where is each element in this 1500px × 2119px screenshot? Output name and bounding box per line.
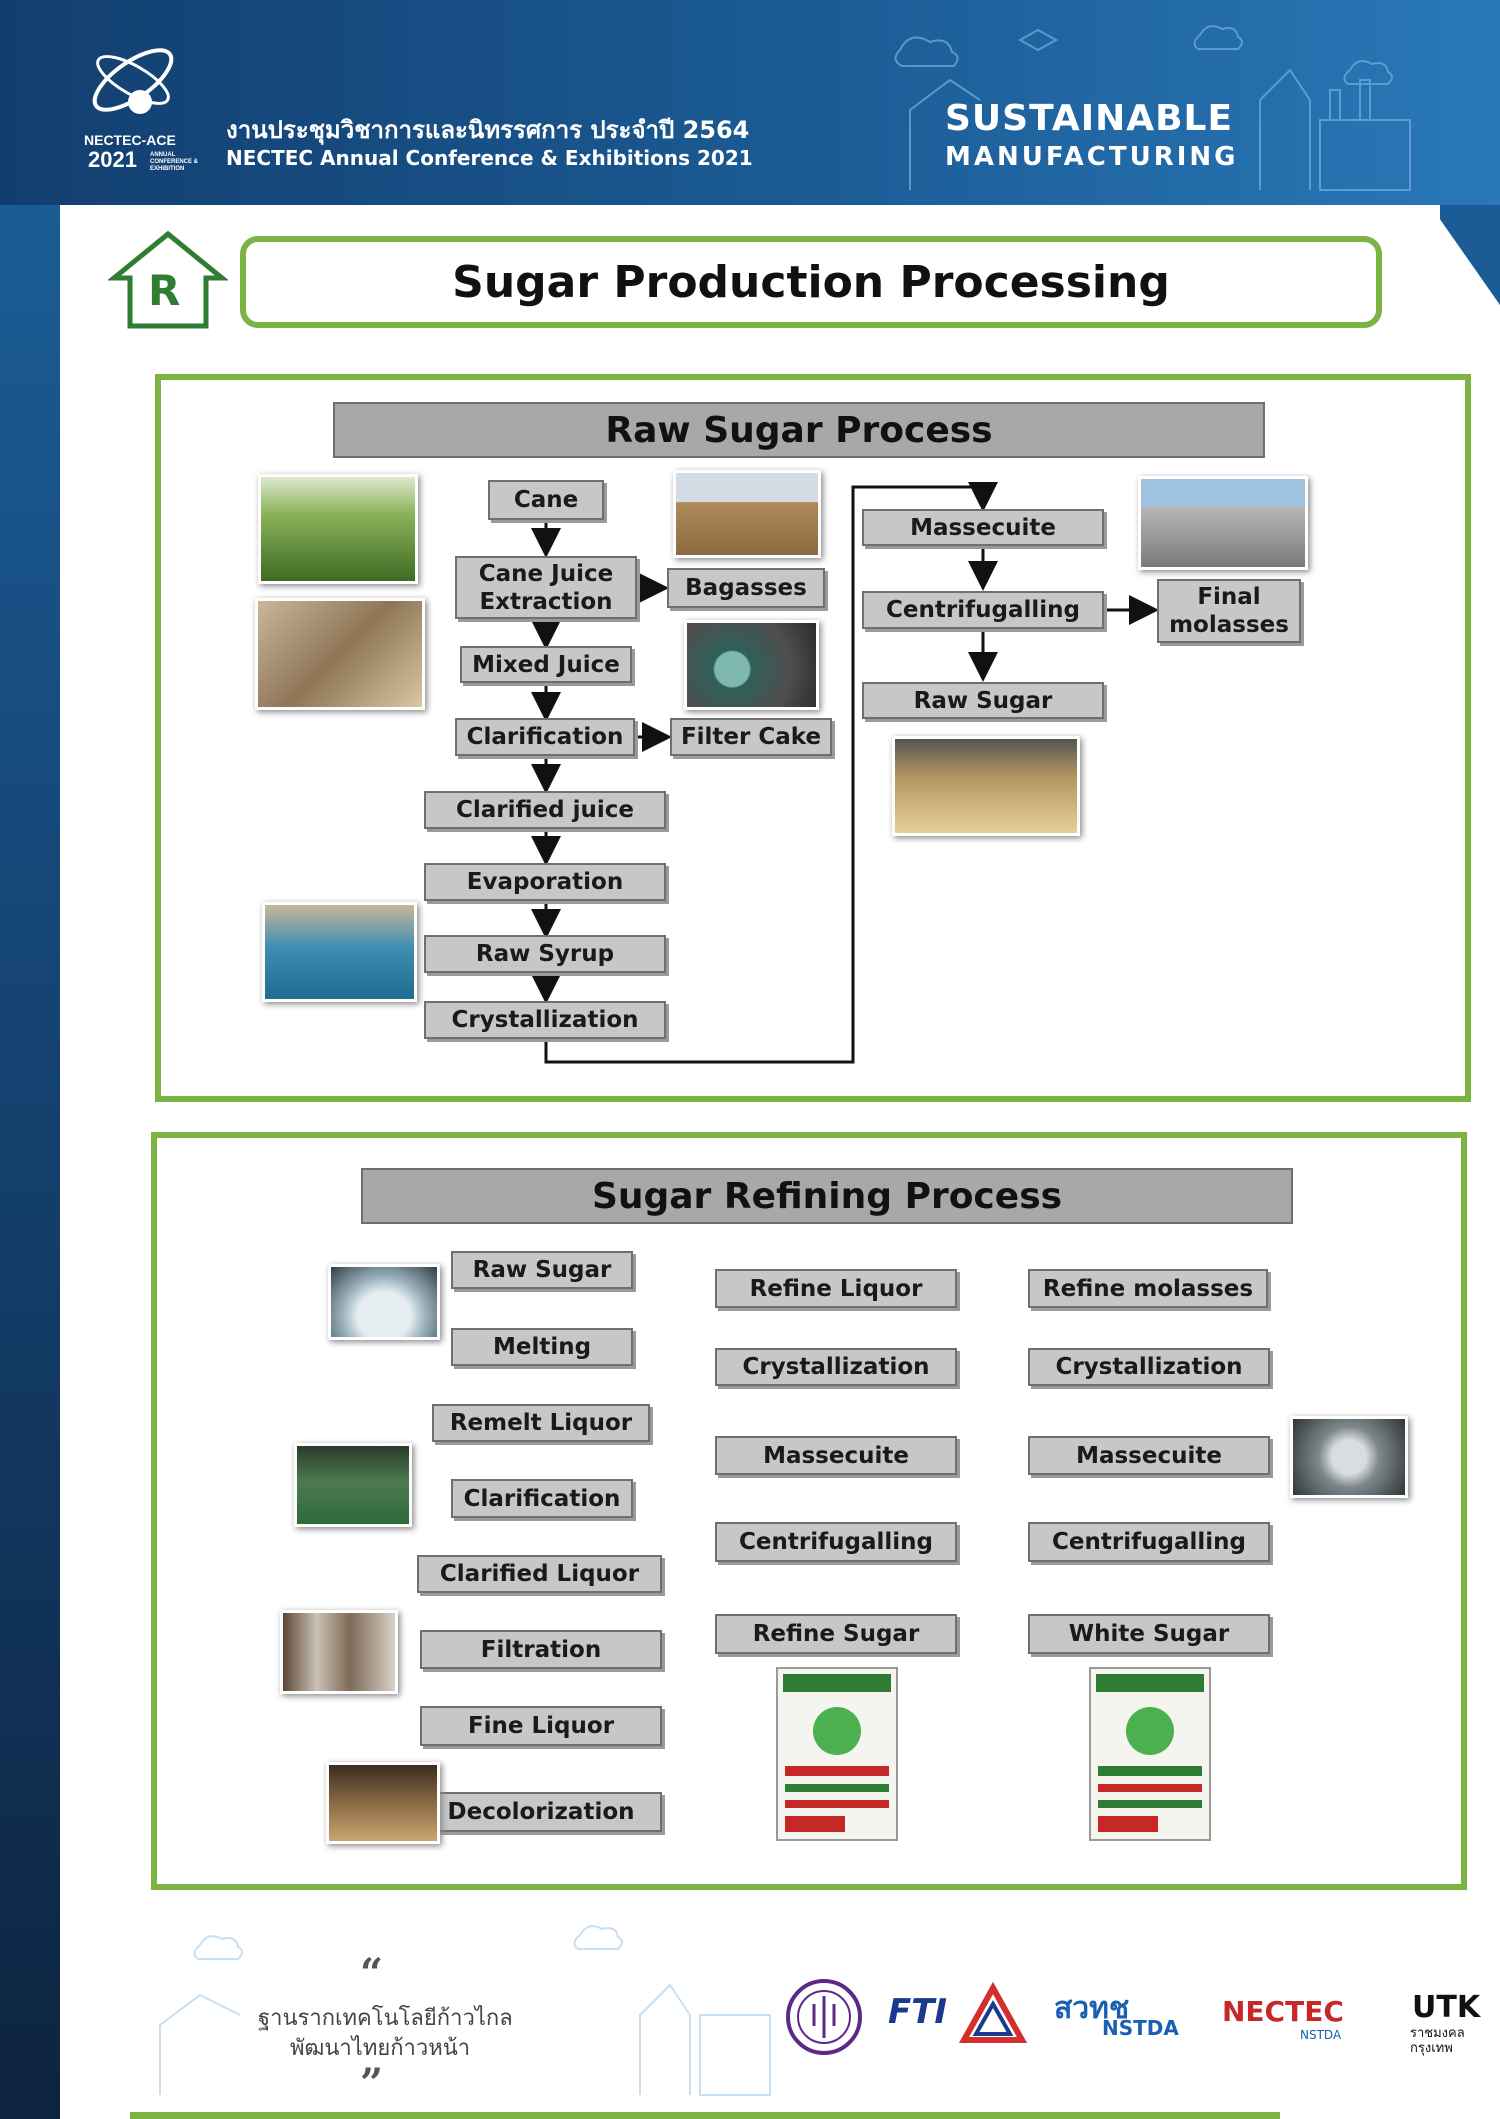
raw-sugar-pile-photo — [328, 1264, 440, 1340]
filter-press-photo — [684, 620, 819, 710]
ministry-seal-icon — [786, 1979, 862, 2055]
node-clarification: Clarification — [455, 718, 635, 756]
decolorization-plant-photo — [326, 1762, 440, 1844]
ref-node-refine-liquor: Refine Liquor — [715, 1269, 957, 1308]
nectec-logo: NECTEC — [1222, 1995, 1344, 2028]
node-filter-cake: Filter Cake — [670, 718, 832, 756]
node-evaporation: Evaporation — [424, 863, 666, 901]
fti-logo: FTI — [888, 1992, 948, 2032]
utk-logo-th: ราชมงคล กรุงเทพ — [1410, 2026, 1465, 2056]
white-sugar-bag-icon — [1089, 1667, 1211, 1841]
node-mixed-juice: Mixed Juice — [460, 646, 632, 683]
raw-sugar-warehouse-photo — [892, 736, 1080, 836]
quote-close: ” — [360, 2060, 384, 2107]
sustainable-label: SUSTAINABLE — [945, 98, 1234, 139]
ref-node-remelt-liquor: Remelt Liquor — [432, 1404, 650, 1442]
page-title-box: Sugar Production Processing — [240, 236, 1382, 328]
cane-juice-photo — [255, 598, 425, 710]
node-cane-juice-extraction: Cane Juice Extraction — [455, 556, 637, 619]
sugarcane-field-photo — [258, 474, 418, 584]
ref-node-refine-molasses: Refine molasses — [1028, 1269, 1268, 1308]
logo-text: NECTEC-ACE — [84, 132, 176, 148]
ref-node-decolorization: Decolorization — [420, 1792, 662, 1832]
refine-molasses-photo — [1290, 1416, 1408, 1498]
logo-sub: ANNUAL CONFERENCE & EXHIBITION — [150, 152, 199, 172]
refine-sugar-bag-icon — [776, 1667, 898, 1841]
badge-letter: R — [148, 266, 181, 315]
node-centrifugalling: Centrifugalling — [862, 591, 1104, 629]
node-bagasses: Bagasses — [667, 568, 825, 608]
header-banner — [0, 0, 1500, 205]
node-cane: Cane — [488, 480, 604, 520]
ref-node-crystallization-1: Crystallization — [715, 1348, 957, 1386]
footer-slogan-line1: ฐานรากเทคโนโลยีก้าวไกล — [258, 2006, 513, 2031]
ref-node-clarified-liquor: Clarified Liquor — [417, 1555, 662, 1593]
clarification-plant-photo — [294, 1443, 412, 1527]
ref-node-filtration: Filtration — [420, 1630, 662, 1669]
footer-slogan-line2: พัฒนาไทยก้าวหน้า — [290, 2036, 471, 2061]
footer-line — [130, 2112, 1280, 2119]
left-decor-band — [0, 205, 60, 2119]
house-r-badge-icon — [108, 230, 228, 329]
nstda-logo: สวทช — [1054, 1991, 1130, 2026]
ref-node-centrifugalling-2: Centrifugalling — [1028, 1522, 1270, 1562]
ref-node-crystallization-2: Crystallization — [1028, 1348, 1270, 1386]
nectec-logo-sub: NSTDA — [1300, 2028, 1342, 2042]
node-raw-sugar: Raw Sugar — [862, 682, 1104, 719]
filtration-plant-photo — [280, 1610, 398, 1694]
node-clarified-juice: Clarified juice — [424, 791, 666, 829]
node-final-molasses: Final molasses — [1157, 579, 1301, 643]
node-massecuite: Massecuite — [862, 509, 1104, 546]
factory-robots-decor-icon — [894, 25, 1411, 191]
ref-node-massecuite-2: Massecuite — [1028, 1436, 1270, 1475]
logo-year: 2021 — [88, 147, 137, 172]
fti-triangle-icon — [958, 1982, 1028, 2043]
utk-logo: UTK — [1412, 1990, 1481, 2025]
header-title-th: งานประชุมวิชาการและนิทรรศการ ประจำปี 256… — [226, 116, 750, 144]
page-title: Sugar Production Processing — [452, 256, 1170, 308]
refining-heading: Sugar Refining Process — [361, 1168, 1293, 1224]
quote-open: “ — [360, 1950, 384, 1997]
ref-node-melting: Melting — [451, 1328, 633, 1366]
node-raw-syrup: Raw Syrup — [424, 935, 666, 973]
ref-node-white-sugar: White Sugar — [1028, 1614, 1270, 1654]
nstda-logo-sub: NSTDA — [1102, 2016, 1179, 2040]
ref-node-massecuite-1: Massecuite — [715, 1436, 957, 1475]
bagasse-pile-photo — [673, 470, 821, 558]
node-crystallization: Crystallization — [424, 1001, 666, 1039]
ref-node-raw-sugar: Raw Sugar — [451, 1251, 633, 1289]
footer-decor-icon — [159, 1925, 771, 2096]
molasses-tanks-photo — [1138, 476, 1308, 570]
header-title-en: NECTEC Annual Conference & Exhibitions 2… — [226, 146, 753, 170]
nectec-ace-logo-icon — [92, 48, 174, 114]
ref-node-refine-sugar: Refine Sugar — [715, 1614, 957, 1654]
raw-heading: Raw Sugar Process — [333, 402, 1265, 458]
ref-node-centrifugalling-1: Centrifugalling — [715, 1522, 957, 1562]
manufacturing-label: MANUFACTURING — [945, 142, 1239, 172]
evaporation-tank-photo — [262, 902, 417, 1002]
ref-node-fine-liquor: Fine Liquor — [420, 1706, 662, 1746]
ref-node-clarification: Clarification — [451, 1479, 633, 1518]
